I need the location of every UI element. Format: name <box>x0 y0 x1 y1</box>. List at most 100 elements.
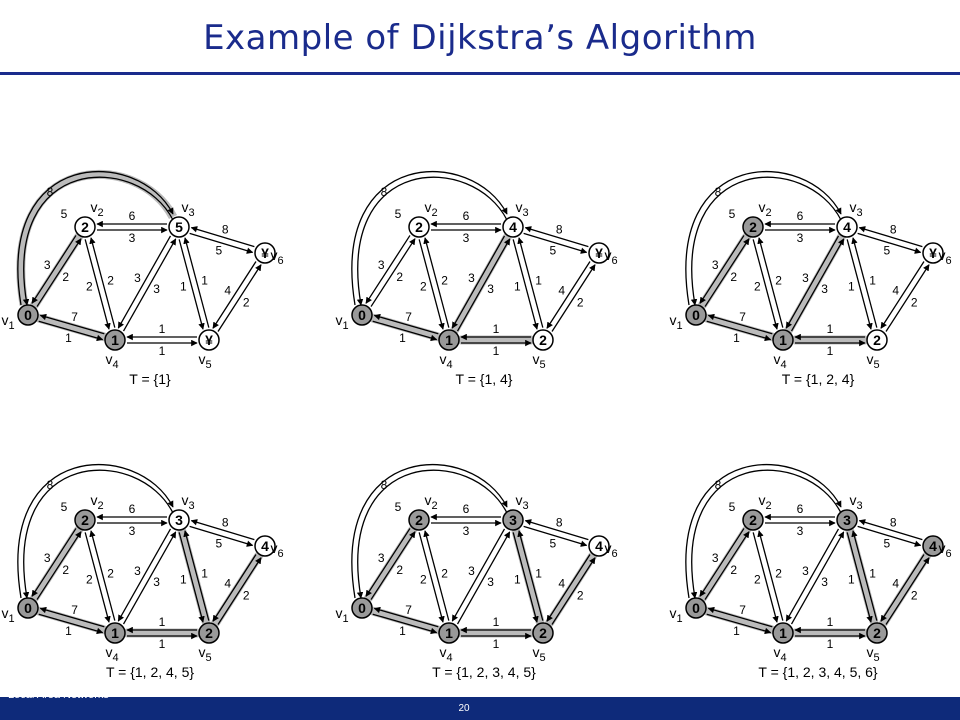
node-distance-v5: ¥ <box>205 332 213 348</box>
node-label-v6: v6 <box>604 540 617 560</box>
node-v3 <box>836 216 858 238</box>
edge-arrow-v1-v3 <box>17 463 174 599</box>
edge-weight-v4-v2: 2 <box>107 567 114 581</box>
edge-weight-v1-v2: 2 <box>730 270 737 284</box>
node-distance-v5: 2 <box>205 625 213 641</box>
node-label-v3: v3 <box>849 492 862 512</box>
edge-weight-v6-v3: 8 <box>222 515 229 529</box>
node-v2 <box>408 509 430 531</box>
tree-edge-v5v6-4 <box>210 551 264 628</box>
edge-arrow-v6-v5 <box>546 554 591 622</box>
edge-arrow-v1-v2 <box>704 531 750 600</box>
tree-edge-v1v4-3 <box>703 313 776 342</box>
edge-arrow-v4-v3 <box>790 238 845 332</box>
edge-arrow-v6-v3 <box>524 519 589 541</box>
node-v1 <box>17 304 39 326</box>
edge-weight-v6-v3: 8 <box>890 222 897 236</box>
edge-weight-v2-v4: 2 <box>420 572 427 586</box>
footer-bar <box>0 697 960 720</box>
edge-weight-v4-v3: 3 <box>153 282 160 296</box>
node-v1 <box>351 597 373 619</box>
edge-arrow-v6-v3 <box>190 226 255 248</box>
edge-arrow-v5-v3 <box>517 530 544 621</box>
edge-weight-v3-v5: 1 <box>848 572 855 586</box>
edge-arrow-v5-v6 <box>885 557 930 625</box>
edge-arrow-v6-v3 <box>858 226 923 248</box>
edge-weight-v5-v3: 1 <box>869 567 876 581</box>
edge-weight-v6-v5: 4 <box>558 284 565 298</box>
node-distance-v6: ¥ <box>929 245 937 261</box>
node-v5 <box>866 329 888 351</box>
edge-arrow-v3-v4 <box>785 235 840 329</box>
tree-edge-v3v5-4 <box>177 527 211 626</box>
node-distance-v4: 1 <box>111 332 119 348</box>
edge-arrow-v1-v4 <box>706 613 772 635</box>
node-distance-v1: 0 <box>692 307 700 323</box>
edge-weight-v1-v4: 1 <box>733 624 740 638</box>
edge-weight-v3-v5: 1 <box>848 279 855 293</box>
edge-weight-v1-v2: 2 <box>730 563 737 577</box>
edge-arrow-v1-v2 <box>36 238 82 307</box>
edge-arrow-v3-v4 <box>451 235 506 329</box>
edge-arrow-v1-v2 <box>370 531 416 600</box>
edge-arrow-v1-v4 <box>372 320 438 342</box>
edge-weight-v4-v5: 1 <box>493 344 500 358</box>
edge-weight-v5-v3: 1 <box>201 274 208 288</box>
edge-arrow-v4-v3 <box>790 531 845 625</box>
node-distance-v1: 0 <box>24 307 32 323</box>
edge-weight-v3-v5: 1 <box>180 572 187 586</box>
edge-arrow-v5-v6 <box>217 264 262 332</box>
node-label-v4: v4 <box>439 644 452 664</box>
edge-arrow-v2-v4 <box>84 239 111 330</box>
edge-weight-v1-v3: 8 <box>715 478 722 492</box>
node-label-v6: v6 <box>270 247 283 267</box>
node-label-v4: v4 <box>105 644 118 664</box>
edge-arrow-v1-v2 <box>370 238 416 307</box>
edge-arrow-v1-v4 <box>706 320 772 342</box>
edge-weight-v4-v2: 2 <box>441 274 448 288</box>
edge-weight-v4-v1: 7 <box>71 603 78 617</box>
edge-arrow-v3-v4 <box>785 528 840 622</box>
tree-edge-v1v2-3 <box>698 232 751 310</box>
node-distance-v6: ¥ <box>595 245 603 261</box>
node-distance-v2: 2 <box>749 512 757 528</box>
edge-weight-v5-v3: 1 <box>869 274 876 288</box>
edge-weight-v2-v3: 3 <box>463 231 470 245</box>
edge-arrow-v3-v1 <box>22 176 174 306</box>
edge-weight-v3-v4: 3 <box>802 564 809 578</box>
node-label-v1: v1 <box>669 605 682 625</box>
edge-weight-v1-v4: 1 <box>733 331 740 345</box>
node-distance-v2: 2 <box>81 219 89 235</box>
node-distance-v6: 4 <box>595 538 603 554</box>
edge-weight-v2-v3: 3 <box>797 231 804 245</box>
tree-edge-v5v6-5 <box>544 551 598 628</box>
node-label-v1: v1 <box>669 312 682 332</box>
node-v3 <box>168 509 190 531</box>
edge-arrow-v3-v6 <box>857 525 922 547</box>
edge-weight-v2-v4: 2 <box>420 279 427 293</box>
node-label-v2: v2 <box>758 492 771 512</box>
edge-arrow-v5-v3 <box>851 530 878 621</box>
node-distance-v6: 4 <box>929 538 937 554</box>
edge-weight-v5-v3: 1 <box>535 274 542 288</box>
edge-weight-v5-v4: 1 <box>827 615 834 629</box>
node-v6 <box>922 242 944 264</box>
edge-arrow-v1-v3 <box>685 170 842 306</box>
edge-arrow-v2-v1 <box>365 235 411 304</box>
node-distance-v2: 2 <box>81 512 89 528</box>
node-v4 <box>438 329 460 351</box>
tree-edge-v1v3-1 <box>16 169 178 306</box>
edge-arrow-v3-v6 <box>189 525 254 547</box>
edge-weight-v5-v4: 1 <box>159 615 166 629</box>
node-v5 <box>198 622 220 644</box>
footer-course-name: Local Area Networks <box>8 689 109 701</box>
edge-arrow-v3-v4 <box>117 528 172 622</box>
edge-arrow-v5-v3 <box>517 237 544 328</box>
node-v4 <box>772 329 794 351</box>
tree-edge-v1v4-5 <box>369 606 442 635</box>
edge-weight-v5-v3: 1 <box>201 567 208 581</box>
node-v5 <box>866 622 888 644</box>
node-label-v2: v2 <box>90 199 103 219</box>
edge-arrow-v3-v5 <box>178 239 205 330</box>
